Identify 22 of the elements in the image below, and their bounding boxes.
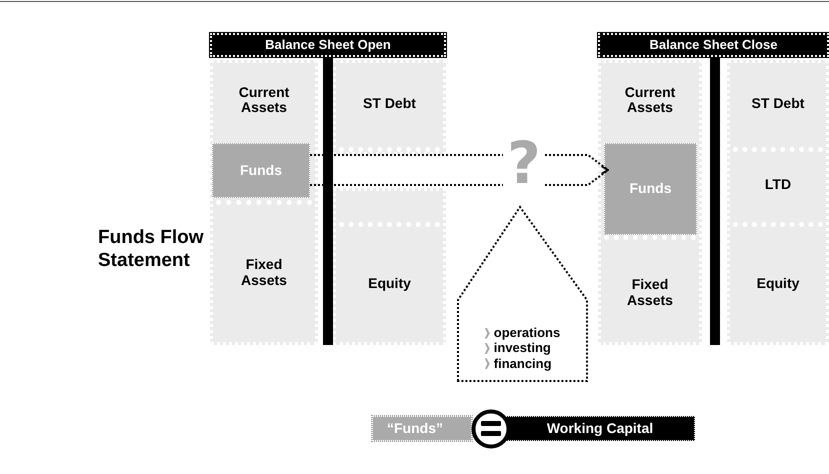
balance-item: Equity bbox=[727, 222, 829, 345]
balance-item: ST Debt bbox=[333, 60, 446, 147]
balance-item: Fixed Assets bbox=[210, 200, 318, 345]
balance-item: ST Debt bbox=[727, 60, 829, 147]
balance-item: LTD bbox=[727, 147, 829, 222]
question-mark: ? bbox=[503, 133, 545, 195]
balance-item: Equity bbox=[333, 222, 446, 345]
balance-item: Current Assets bbox=[598, 60, 702, 140]
list-item: investing bbox=[494, 341, 551, 356]
connector-line bbox=[310, 154, 504, 156]
funds-box: Funds bbox=[212, 143, 310, 198]
label-box: Working Capital bbox=[505, 416, 695, 441]
balance-item: Fixed Assets bbox=[598, 240, 702, 345]
funds-box: Funds bbox=[604, 143, 697, 235]
list-item: financing bbox=[494, 356, 552, 371]
arrow bbox=[545, 154, 609, 174]
funds-box: “Funds” bbox=[372, 416, 472, 441]
list-item: operations bbox=[494, 326, 560, 340]
balance-item: Current Assets bbox=[210, 60, 318, 140]
title-text: Funds Flow Statement bbox=[98, 226, 206, 274]
sheet-header: Balance Sheet Open bbox=[210, 33, 446, 57]
sheet-header: Balance Sheet Close bbox=[598, 33, 829, 57]
